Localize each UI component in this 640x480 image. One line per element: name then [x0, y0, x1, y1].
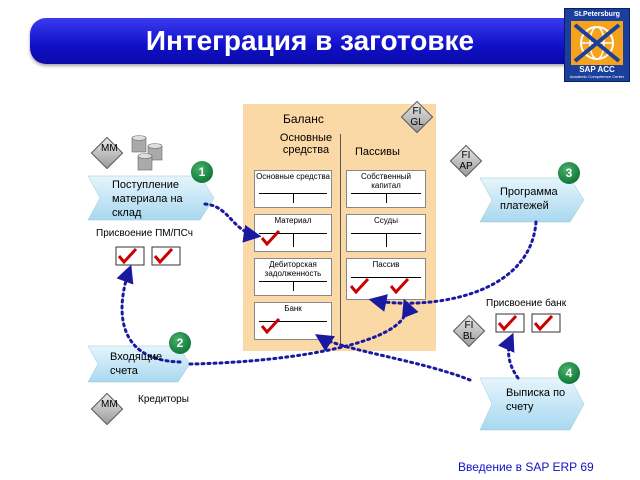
flow-step4-checks: [497, 332, 520, 380]
account-equity: Собственный капитал: [346, 170, 426, 208]
slide-title: Интеграция в заготовке: [145, 25, 475, 56]
flow-step4-bank: [314, 334, 472, 382]
flow-step2-liabilities: [188, 298, 419, 366]
account-label: Материал: [274, 216, 312, 225]
account-liabilities: Пассив: [346, 258, 426, 300]
module-fi-ap-label: FI AP: [459, 150, 473, 172]
account-label: Ссуды: [374, 216, 398, 225]
logo-subtitle: Academic Competence Center: [569, 74, 625, 79]
footer-text: Введение в SAP ERP: [458, 460, 577, 474]
balance-divider: [340, 134, 341, 344]
step2-sublabel: Кредиторы: [138, 394, 189, 405]
account-label: Собственный капитал: [360, 172, 412, 190]
step4-label: Выписка по счету: [506, 387, 566, 413]
fixed-assets-header: Основные средства: [279, 132, 333, 156]
footer: Введение в SAP ERP 69: [458, 460, 594, 474]
database-icon: [131, 135, 163, 171]
logo-name: SAP ACC: [579, 65, 615, 74]
module-fi-gl-label: FI GL: [410, 106, 424, 128]
module-mm-top-label: MM: [101, 143, 118, 154]
flow-step3-liabilities: [368, 220, 538, 312]
diamond-mm-top-shape: [90, 136, 124, 170]
account-receivables: Дебиторская задолженность: [254, 258, 332, 296]
check-pair-step1: [115, 246, 181, 266]
logo-emblem-icon: [571, 21, 623, 65]
check-bank: [260, 317, 281, 335]
step3-label: Программа платежей: [500, 186, 558, 212]
account-label: Основные средства: [256, 172, 330, 181]
step1-sublabel: Присвоение ПМ/ПСч: [96, 228, 193, 239]
step3-number-badge: 3: [558, 162, 580, 184]
step4-number-badge: 4: [558, 362, 580, 384]
balance-title: Баланс: [283, 112, 324, 126]
check-pair-liabilities: [349, 277, 410, 295]
account-loans: Ссуды: [346, 214, 426, 252]
diamond-fi-bl-shape: [452, 314, 486, 348]
step1-label: Поступление материала на склад: [112, 179, 183, 219]
diamond-fi-gl-shape: [400, 100, 434, 134]
flow-step2-checks: [116, 264, 182, 364]
check-materials: [260, 229, 281, 247]
title-bar: [30, 18, 612, 64]
step2-label: Входящие счета: [110, 351, 163, 377]
account-label: Дебиторская задолженность: [264, 260, 322, 278]
diamond-mm-bottom-shape: [90, 392, 124, 426]
flow-step1-materials: [203, 202, 262, 243]
diamond-fi-ap-shape: [449, 144, 483, 178]
check-pair-step3: [495, 313, 561, 333]
step3-sublabel: Присвоение банк: [486, 298, 567, 309]
page-number: 69: [580, 460, 594, 474]
liabilities-header: Пассивы: [355, 146, 400, 158]
sap-acc-logo: St.Petersburg SAP ACC Academic Competenc…: [564, 8, 630, 82]
step1-number-badge: 1: [191, 161, 213, 183]
logo-top-text: St.Petersburg: [565, 9, 629, 21]
step2-number-badge: 2: [169, 332, 191, 354]
module-fi-bl-label: FI BL: [462, 320, 476, 342]
module-mm-bottom-label: MM: [101, 399, 118, 410]
account-label: Пассив: [372, 260, 400, 269]
account-fixed-assets: Основные средства: [254, 170, 332, 208]
account-label: Банк: [284, 304, 302, 313]
